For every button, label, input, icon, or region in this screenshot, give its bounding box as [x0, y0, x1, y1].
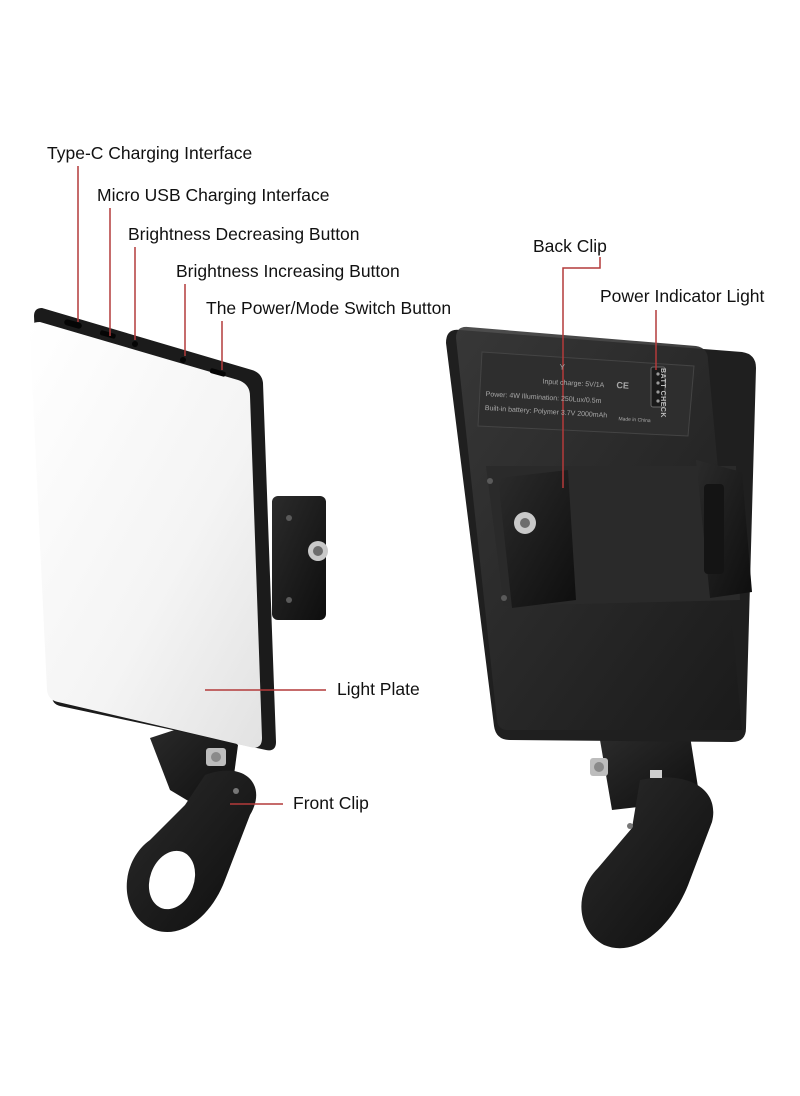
label-power-mode-switch-button: The Power/Mode Switch Button	[206, 298, 452, 318]
sticker-battery-line: Built-in battery: Polymer 3.7V 2000mAh	[484, 405, 608, 420]
back-clip-part	[486, 460, 752, 608]
sticker-text: Y Input charge: 5V/1A CE Power: 4W Illum…	[481, 356, 685, 444]
brightness-increase-button	[180, 357, 186, 363]
brightness-decrease-button	[132, 341, 138, 347]
back-sticker	[477, 351, 695, 437]
sticker-made-in: Made in China	[618, 416, 651, 425]
label-micro-usb-charging-interface: Micro USB Charging Interface	[97, 185, 330, 205]
leader-lines	[77, 166, 657, 805]
front-clip-part	[126, 720, 257, 933]
power-mode-button	[209, 368, 226, 377]
micro-usb-port	[99, 330, 116, 339]
label-type-c-charging-interface: Type-C Charging Interface	[47, 143, 253, 163]
label-power-indicator-light: Power Indicator Light	[600, 286, 765, 306]
front-side-bracket	[272, 496, 328, 620]
sticker-input-charge: Input charge: 5V/1A	[542, 378, 605, 390]
sticker-batt-check: BATT CHECK	[659, 368, 666, 418]
sticker-code: Y	[559, 362, 566, 372]
label-brightness-increasing-button: Brightness Increasing Button	[176, 261, 400, 281]
battery-indicator-leds	[650, 366, 666, 408]
label-back-clip: Back Clip	[533, 236, 607, 256]
label-brightness-decreasing-button: Brightness Decreasing Button	[128, 224, 360, 244]
type-c-port	[64, 319, 82, 329]
label-front-clip: Front Clip	[293, 793, 369, 813]
back-device	[446, 326, 756, 949]
light-plate-face	[29, 322, 262, 748]
sticker-ce-mark: CE	[616, 380, 630, 391]
label-light-plate: Light Plate	[337, 679, 420, 699]
front-device	[29, 308, 328, 933]
